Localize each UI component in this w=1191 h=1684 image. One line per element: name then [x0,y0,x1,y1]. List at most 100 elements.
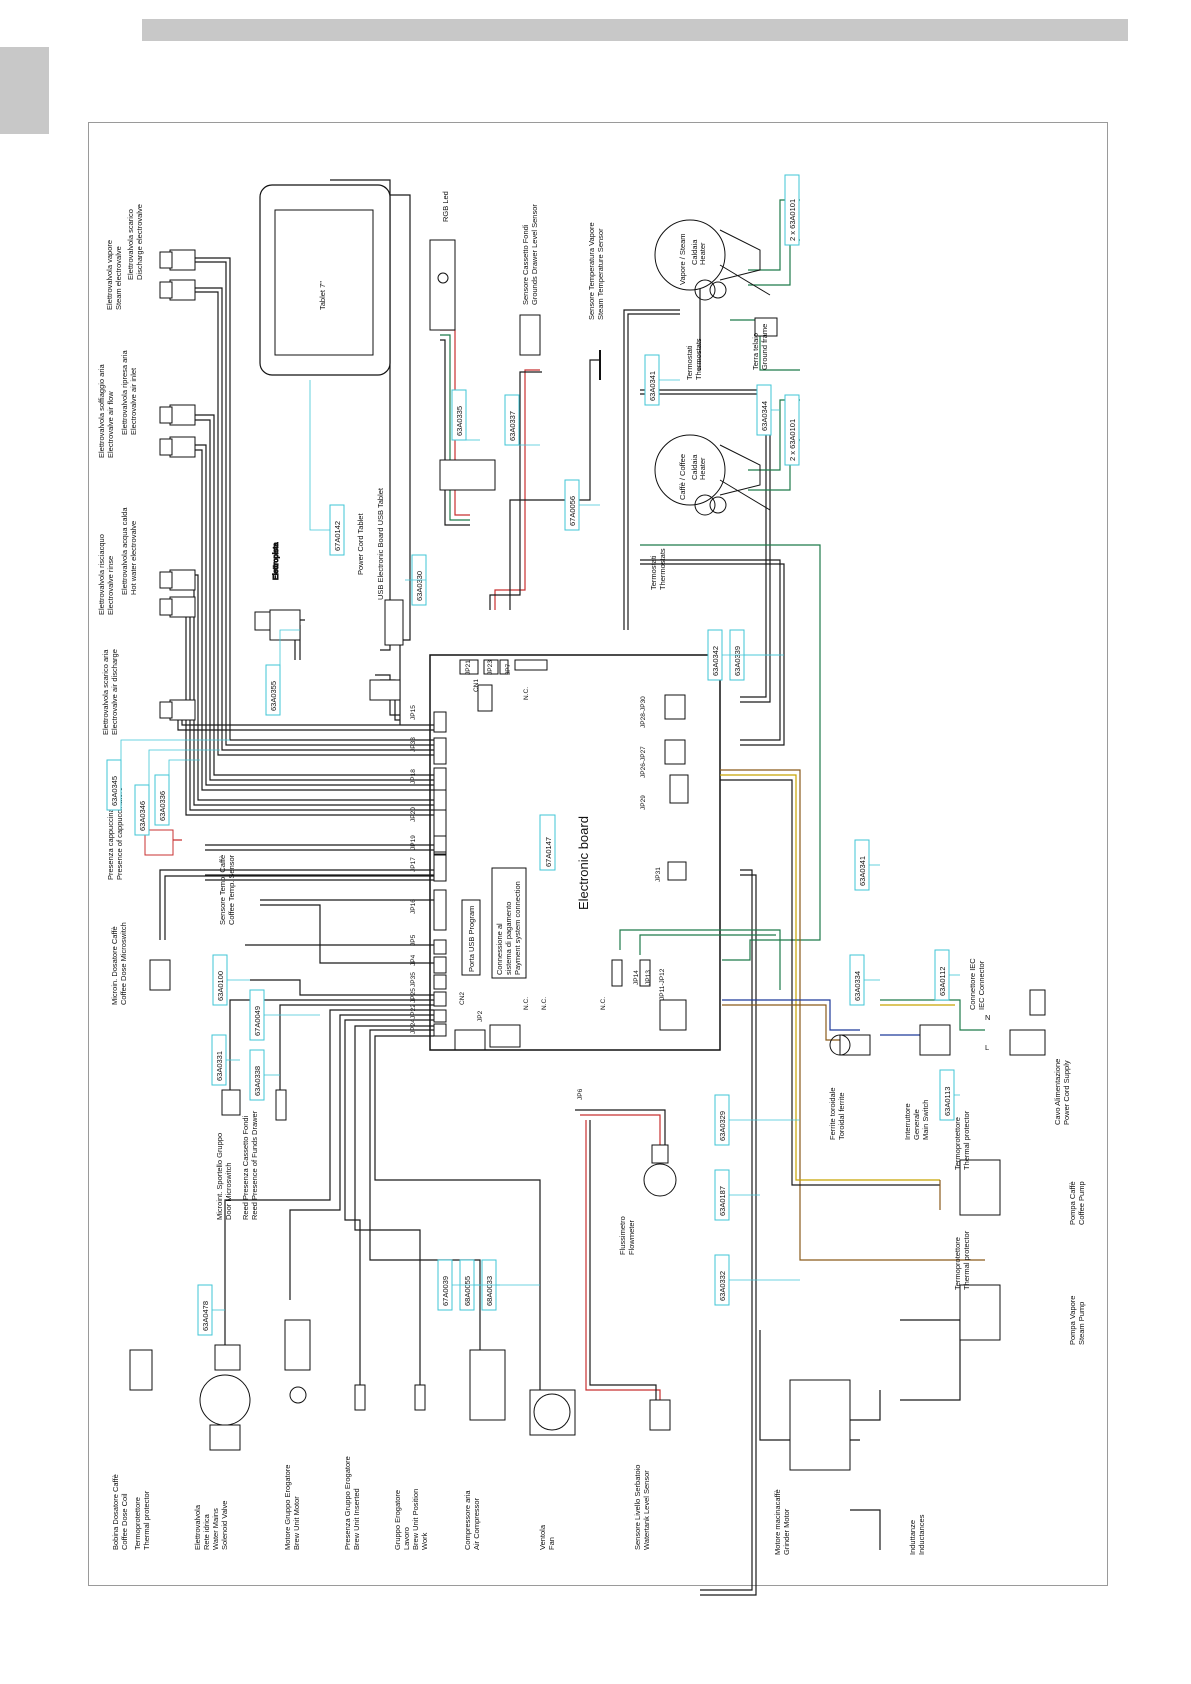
code-63A0112: 63A0112 [934,949,950,1001]
code-leaders [120,379,960,1311]
thermal-label-en: Thermal protector [142,1490,151,1550]
grounds-drawer-sensor: Sensore Cassetto Fondi Grounds Drawer Le… [519,204,541,356]
steam-heater-label: Vapore / Steam [678,233,687,285]
code-text: 63A0346 [138,801,147,831]
air-discharge-valve-label-it: Elettrovalvola scarico aria [101,649,110,735]
electrovalve-labels: Elettrovalvola vapore Steam electrovalve… [97,204,144,735]
jp15-label: JP15 [410,705,417,720]
inductance-en: Inductances [917,1514,926,1555]
steam-heater-heater: Heater [698,242,707,265]
jp13-label: JP13 [645,970,652,985]
code-text: 68A0033 [485,1276,494,1306]
coffee-heater-label: Caffè / Coffee [678,454,687,500]
elettropista: Elettropista [254,541,301,641]
coffee-pump-thermal-en: Thermal protector [962,1110,971,1170]
thermostats-coffee-it: Termostati [649,555,658,590]
thermal-label-it: Termoprotettore [133,1497,142,1550]
jp4-label: JP4 [410,954,417,966]
bottom-components [129,989,1046,1471]
usb-connector [369,599,404,701]
code-text: 67A0142 [333,521,342,551]
electrovalves [159,249,196,721]
code-text: 2 x 63A0101 [788,419,797,461]
door-micro-label-it: Microint. Sportello Gruppo [215,1133,224,1220]
grinder-en: Grinder Motor [782,1508,791,1555]
coffee-heater-caldaia: Caldaia [690,454,699,480]
coffee-pump-it: Pompa Caffè [1068,1181,1077,1225]
watertank-it: Sensore Livello Serbatoio [633,1465,642,1550]
cappuccinatore-sensor: Presenza cappuccinatore Presence of capp… [106,787,174,880]
jp5-label: JP5 [410,934,417,946]
code-text: 63A0345 [110,776,119,806]
code-text: 63A0355 [269,681,278,711]
code-63A0329: 63A0329 [714,1094,730,1146]
dose-micro-label-it: Microin. Dosatore Caffè [110,926,119,1005]
code-text: 63A0336 [158,791,167,821]
fan-en: Fan [547,1537,556,1550]
coffee-temp-label-it: Sensore Temp. Caffè [218,855,227,925]
tablet-label: Tablet 7" [318,281,327,310]
code-text: 63A0478 [201,1301,210,1331]
steam-pump-it: Pompa Vapore [1068,1296,1077,1345]
coffee-heater [654,434,771,516]
board-code: 67A0147 [544,837,553,867]
jp28-jp30-label: JP28-JP30 [640,696,647,728]
code-text: 68A0055 [463,1276,472,1306]
thermostats-steam-it: Termostati [685,345,694,380]
reed-label-en: Reed Presence of Funds Drawer [250,1110,259,1220]
door-microswitch: Microint. Sportello Gruppo Door Microswi… [215,1089,241,1220]
code-63A0346: 63A0346 [134,784,150,836]
code-text: 63A0332 [718,1271,727,1301]
brew-inserted-en: Brew Unit Inserted [352,1488,361,1550]
main-switch-l3: Main Switch [921,1100,930,1140]
steam-temp-label-it: Sensore Temperatura Vapore [587,222,596,320]
steam-valve-label-it: Elettrovalvola vapore [105,240,114,310]
jp6-label: JP6 [577,1088,584,1100]
inductance-it: Induttanze [908,1520,917,1555]
power-cord-tablet-label: Power Cord Tablet [356,513,365,575]
code-63A0345: 63A0345 [106,759,122,811]
drawer-sensor-label-it: Sensore Cassetto Fondi [521,224,530,305]
cn2-label: CN2 [459,992,466,1005]
steam-pump-thermal-it: Termoprotettore [953,1237,962,1290]
neutral-label: N [985,1013,990,1022]
code-63A0341-top: 63A0341 [644,354,660,406]
code-text: 63A0341 [648,371,657,401]
code-text: 63A0341 [858,856,867,886]
main-switch-l2: Generale [912,1109,921,1140]
brew-work-l3: Brew Unit Position [411,1489,420,1550]
code-text: 63A0337 [508,411,517,441]
code-text: 63A0113 [943,1087,952,1116]
steam-pump-en: Steam Pump [1077,1302,1086,1345]
hot-water-valve-label-en: Hot water electrovalve [129,521,138,595]
ground-frame-en: Ground frame [760,324,769,370]
code-63A0478: 63A0478 [197,1284,213,1336]
brew-motor-it: Motore Gruppo Erogatore [283,1465,292,1550]
jp2-label: JP2 [477,1010,484,1022]
nc-label-3: N.C. [541,997,548,1010]
code-63A0187: 63A0187 [714,1169,730,1221]
coffee-pump-en: Coffee Pump [1077,1181,1086,1225]
jp14-label: JP14 [633,970,640,985]
code-67A0049: 67A0049 [249,989,265,1041]
tablet-7: Tablet 7" [259,184,391,376]
code-67A0056: 67A0056 [564,479,580,531]
board-connectors-left [433,711,447,1037]
main-switch-l1: Interruttore [903,1103,912,1140]
code-text: 63A0331 [215,1051,224,1081]
nc-label-1: N.C. [523,687,530,700]
coffee-temp-label-en: Coffee Temp. Sensor [227,854,236,925]
code-63A0331: 63A0331 [211,1034,227,1086]
code-text: 63A0344 [760,401,769,431]
header-bar [142,19,1128,41]
mains-valve-l4: Solenoid Valve [220,1501,229,1550]
code-63A0336: 63A0336 [154,774,170,826]
code-text: 63A0187 [718,1186,727,1216]
bottom-labels: Bobina Dosatore Caffè Coffee Dose Coil T… [111,958,1086,1555]
jp26-jp27-label: JP26-JP27 [640,746,647,778]
jp29-label: JP29 [640,795,647,810]
jp16-label: JP16 [410,899,417,914]
steam-heater-caldaia: Caldaia [690,239,699,265]
code-67A0142: 67A0142 [329,504,345,556]
